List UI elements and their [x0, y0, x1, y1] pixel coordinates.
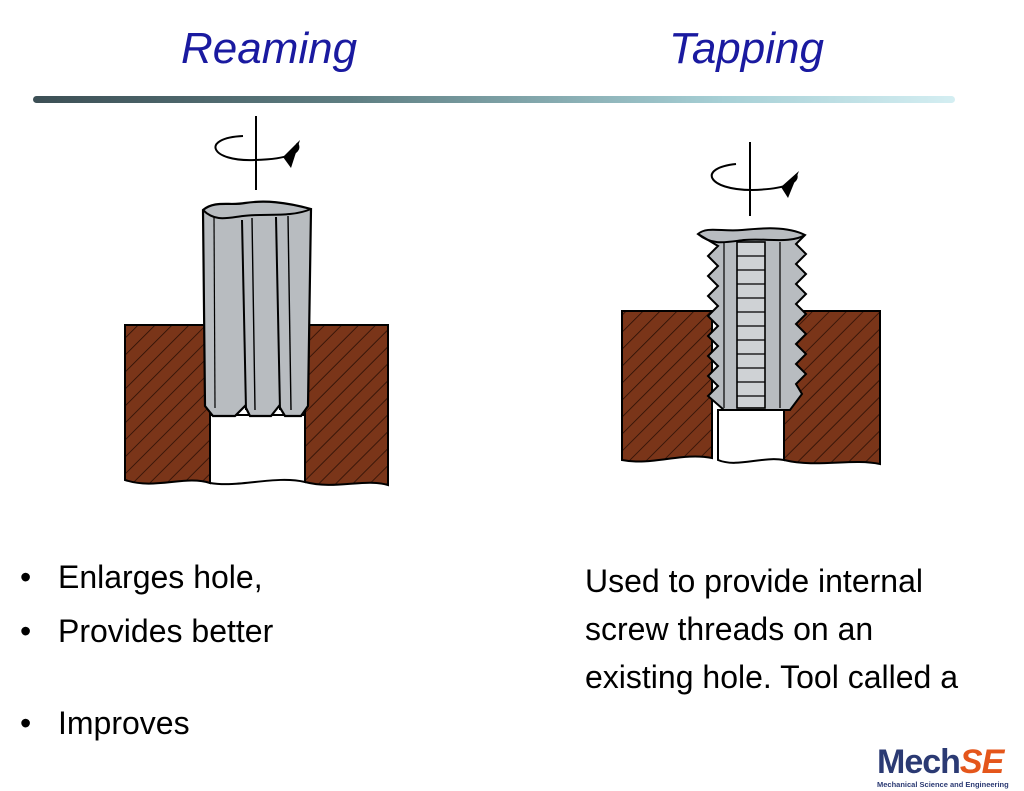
reaming-bullet: Enlarges hole,: [20, 556, 273, 598]
reaming-illustration: [124, 116, 389, 487]
logo-subtitle: Mechanical Science and Engineering: [877, 780, 1009, 789]
reaming-bullet: Improves: [20, 702, 273, 744]
title-divider: [33, 96, 955, 103]
rotation-arrow-icon: [214, 116, 300, 190]
tap-tool: [696, 227, 808, 411]
reaming-bullet: Provides better: [20, 610, 273, 652]
tapping-description: Used to provide internal screw threads o…: [585, 563, 958, 695]
logo-se-text: SE: [959, 743, 1004, 781]
mechse-logo: MechSE Mechanical Science and Engineerin…: [877, 745, 1024, 791]
rotation-arrow-icon: [710, 142, 799, 216]
reaming-title: Reaming: [181, 24, 358, 73]
logo-mech-text: Mech: [877, 743, 961, 781]
reaming-bullet-list: Enlarges hole, Provides better Improves: [20, 556, 273, 756]
tapping-workpiece: [621, 310, 881, 466]
reaming-workpiece: [124, 324, 389, 487]
tapping-illustration: [621, 142, 881, 466]
reamer-tool: [201, 200, 313, 418]
tapping-title: Tapping: [669, 24, 824, 73]
